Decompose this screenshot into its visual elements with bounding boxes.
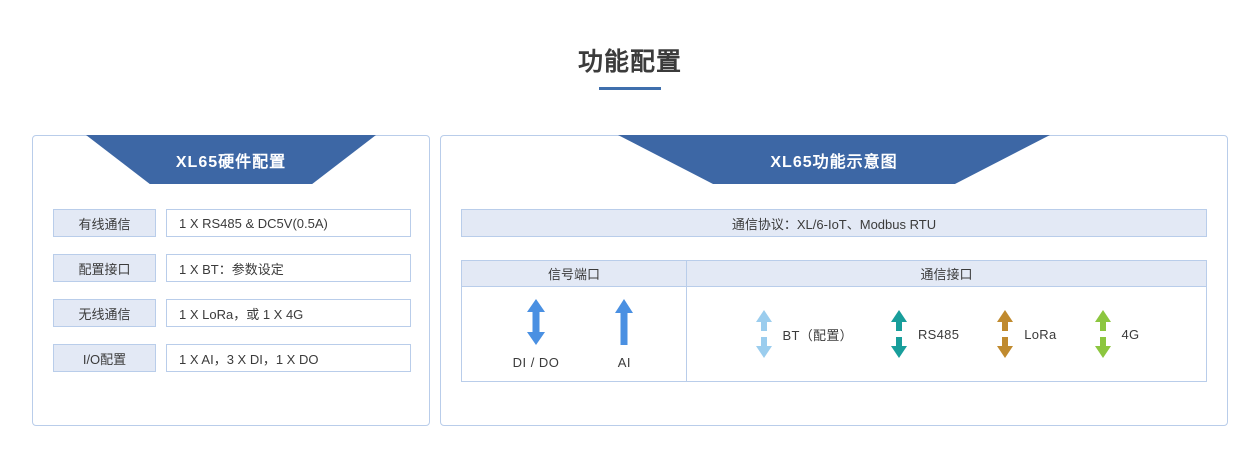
- spec-key-wired-communication: 有线通信: [53, 209, 156, 237]
- hardware-spec-list: 有线通信 1 X RS485 & DC5V(0.5A) 配置接口 1 X BT：…: [53, 209, 411, 372]
- page-title: 功能配置: [577, 48, 682, 76]
- spec-value-config-interface: 1 X BT：参数设定: [166, 254, 411, 282]
- io-table-header-signal-label: 信号端口: [547, 267, 600, 282]
- spec-key-wireless-communication: 无线通信: [53, 299, 156, 327]
- double-arrow-up-down-icon: [525, 298, 547, 346]
- comm-label-rs485: RS485: [917, 326, 960, 342]
- spec-key-io-config: I/O配置: [53, 344, 156, 372]
- page-header: 功能配置: [0, 0, 1260, 90]
- spec-value-io-config: 1 X AI，3 X DI，1 X DO: [166, 344, 411, 372]
- hardware-config-banner-label: XL65硬件配置: [175, 153, 287, 171]
- title-underline-rule: [599, 87, 661, 90]
- signal-item-di-do: DI / DO: [513, 298, 560, 370]
- signal-label-di-do: DI / DO: [512, 355, 560, 370]
- comm-item-rs485: RS485: [889, 309, 959, 359]
- spec-row: 配置接口 1 X BT：参数设定: [53, 254, 411, 282]
- function-diagram-banner-label: XL65功能示意图: [770, 153, 898, 171]
- comm-label-bt: BT（配置）: [782, 327, 853, 343]
- function-diagram-panel: XL65功能示意图 通信协议：XL/6-IoT、Modbus RTU 信号端口 …: [440, 135, 1228, 426]
- function-diagram-banner: XL65功能示意图: [618, 135, 1050, 184]
- split-arrow-up-down-icon: [995, 309, 1015, 359]
- spec-value-wired-communication: 1 X RS485 & DC5V(0.5A): [166, 209, 411, 237]
- protocol-label: 通信协议：XL/6-IoT、Modbus RTU: [731, 216, 937, 232]
- comm-label-lora: LoRa: [1024, 326, 1057, 342]
- split-arrow-up-down-icon: [889, 309, 909, 359]
- io-table-header-comm-label: 通信接口: [920, 267, 973, 282]
- spec-value-wireless-communication: 1 X LoRa，或 1 X 4G: [166, 299, 411, 327]
- signal-item-ai: AI: [613, 298, 635, 370]
- comm-label-4g: 4G: [1121, 326, 1140, 342]
- io-table-header-row: 信号端口 通信接口: [462, 261, 1206, 287]
- panels-container: XL65硬件配置 有线通信 1 X RS485 & DC5V(0.5A) 配置接…: [32, 135, 1228, 426]
- io-table-header-signal: 信号端口: [462, 261, 687, 286]
- io-table-header-comm: 通信接口: [687, 261, 1206, 286]
- comm-item-bt: BT（配置）: [754, 309, 853, 359]
- io-table: 信号端口 通信接口: [461, 260, 1207, 382]
- spec-row: 无线通信 1 X LoRa，或 1 X 4G: [53, 299, 411, 327]
- spec-row: I/O配置 1 X AI，3 X DI，1 X DO: [53, 344, 411, 372]
- hardware-config-panel: XL65硬件配置 有线通信 1 X RS485 & DC5V(0.5A) 配置接…: [32, 135, 430, 426]
- io-table-cell-comm: BT（配置） RS485: [687, 287, 1206, 381]
- split-arrow-up-down-icon: [1093, 309, 1113, 359]
- comm-item-4g: 4G: [1093, 309, 1140, 359]
- protocol-bar: 通信协议：XL/6-IoT、Modbus RTU: [461, 209, 1207, 237]
- spec-key-config-interface: 配置接口: [53, 254, 156, 282]
- arrow-up-icon: [613, 298, 635, 346]
- hardware-config-banner: XL65硬件配置: [86, 135, 376, 184]
- comm-item-lora: LoRa: [995, 309, 1056, 359]
- split-arrow-up-down-icon: [754, 309, 774, 359]
- spec-row: 有线通信 1 X RS485 & DC5V(0.5A): [53, 209, 411, 237]
- io-table-body-row: DI / DO AI: [462, 287, 1206, 381]
- io-table-cell-signal: DI / DO AI: [462, 287, 687, 381]
- signal-label-ai: AI: [617, 355, 632, 370]
